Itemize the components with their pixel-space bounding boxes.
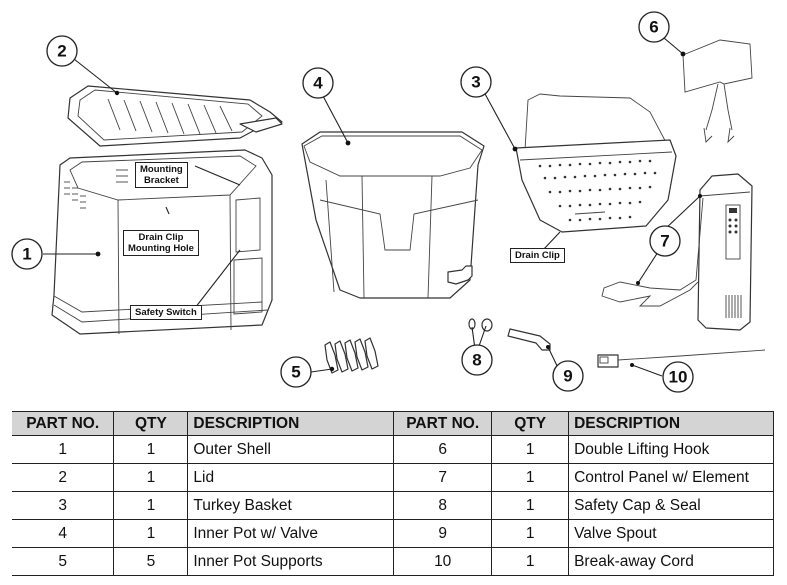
table-row: 2 1 Lid 7 1 Control Panel w/ Element <box>12 463 774 492</box>
part-no-cell: 1 <box>12 435 115 464</box>
qty-cell: 1 <box>491 547 570 576</box>
callout-1: 1 <box>11 238 43 270</box>
inner-pot-supports-illustration <box>324 337 379 374</box>
description-cell: Safety Cap & Seal <box>568 491 774 520</box>
safety-cap-seal-illustration <box>468 318 493 332</box>
parts-table: PART NO. QTY DESCRIPTION PART NO. QTY DE… <box>12 411 774 576</box>
callout-8: 8 <box>461 344 493 376</box>
table-row: 3 1 Turkey Basket 8 1 Safety Cap & Seal <box>12 491 774 520</box>
mounting-bracket-label-line1: Mounting <box>140 164 183 175</box>
header-part-no: PART NO. <box>12 411 115 436</box>
lid-illustration <box>67 85 283 147</box>
header-qty-2: QTY <box>491 411 570 436</box>
part-no-cell: 8 <box>393 491 493 520</box>
part-no-cell: 7 <box>393 463 493 492</box>
header-qty: QTY <box>113 411 189 436</box>
svg-text:8: 8 <box>472 351 481 370</box>
header-description: DESCRIPTION <box>187 411 395 436</box>
description-cell: Break-away Cord <box>568 547 774 576</box>
callout-5: 5 <box>280 356 312 388</box>
description-cell: Control Panel w/ Element <box>568 463 774 492</box>
callout-10: 10 <box>662 361 694 393</box>
description-cell: Inner Pot Supports <box>187 547 395 576</box>
header-description-2: DESCRIPTION <box>568 411 774 436</box>
svg-text:10: 10 <box>669 368 688 387</box>
inner-pot-illustration <box>301 131 485 299</box>
drain-clip-label: Drain Clip <box>510 248 565 263</box>
parts-table-header: PART NO. QTY DESCRIPTION PART NO. QTY DE… <box>12 411 774 436</box>
part-no-cell: 3 <box>12 491 115 520</box>
part-no-cell: 2 <box>12 463 115 492</box>
description-cell: Outer Shell <box>187 435 395 464</box>
qty-cell: 1 <box>113 435 189 464</box>
callout-7: 7 <box>649 225 681 257</box>
table-row: 4 1 Inner Pot w/ Valve 9 1 Valve Spout <box>12 519 774 548</box>
description-cell: Lid <box>187 463 395 492</box>
part-no-cell: 4 <box>12 519 115 548</box>
mounting-bracket-label-line2: Bracket <box>143 175 179 186</box>
callout-3: 3 <box>460 66 492 98</box>
table-row: 1 1 Outer Shell 6 1 Double Lifting Hook <box>12 435 774 464</box>
qty-cell: 1 <box>113 463 189 492</box>
part-no-cell: 6 <box>393 435 493 464</box>
description-cell: Inner Pot w/ Valve <box>187 519 395 548</box>
svg-text:2: 2 <box>57 42 66 61</box>
svg-text:6: 6 <box>649 18 658 37</box>
drain-clip-mounting-hole-label-line2: Mounting Hole <box>128 243 194 254</box>
break-away-cord-illustration <box>597 349 766 368</box>
table-row: 5 5 Inner Pot Supports 10 1 Break-away C… <box>12 547 774 576</box>
part-no-cell: 10 <box>393 547 493 576</box>
svg-text:7: 7 <box>660 232 669 251</box>
drain-clip-mounting-hole-label-line1: Drain Clip <box>138 232 184 243</box>
description-cell: Double Lifting Hook <box>568 435 774 464</box>
part-no-cell: 9 <box>393 519 493 548</box>
qty-cell: 1 <box>491 519 570 548</box>
svg-text:3: 3 <box>471 73 480 92</box>
description-cell: Turkey Basket <box>187 491 395 520</box>
callout-4: 4 <box>302 67 334 99</box>
qty-cell: 1 <box>113 491 189 520</box>
description-cell: Valve Spout <box>568 519 774 548</box>
svg-text:9: 9 <box>563 367 572 386</box>
mounting-bracket-label: Mounting Bracket <box>135 162 188 188</box>
header-part-no-2: PART NO. <box>393 411 493 436</box>
safety-switch-label-text: Safety Switch <box>135 307 197 318</box>
qty-cell: 1 <box>113 519 189 548</box>
svg-text:1: 1 <box>22 245 31 264</box>
qty-cell: 5 <box>113 547 189 576</box>
callout-6: 6 <box>638 11 670 43</box>
qty-cell: 1 <box>491 435 570 464</box>
svg-text:4: 4 <box>313 74 323 93</box>
qty-cell: 1 <box>491 491 570 520</box>
part-no-cell: 5 <box>12 547 115 576</box>
callout-9: 9 <box>552 360 584 392</box>
drain-clip-label-text: Drain Clip <box>515 250 560 261</box>
turkey-basket-illustration <box>515 93 677 233</box>
qty-cell: 1 <box>491 463 570 492</box>
exploded-parts-diagram: 1 2 3 4 5 6 7 8 9 10 <box>11 11 766 393</box>
double-lifting-hook-illustration <box>682 39 753 144</box>
leader-lines <box>43 37 702 377</box>
drain-clip-mounting-hole-label: Drain Clip Mounting Hole <box>123 230 199 256</box>
svg-text:5: 5 <box>291 363 300 382</box>
callout-2: 2 <box>46 35 78 67</box>
safety-switch-label: Safety Switch <box>130 305 202 320</box>
control-panel-illustration <box>601 173 753 331</box>
valve-spout-illustration <box>507 328 551 351</box>
